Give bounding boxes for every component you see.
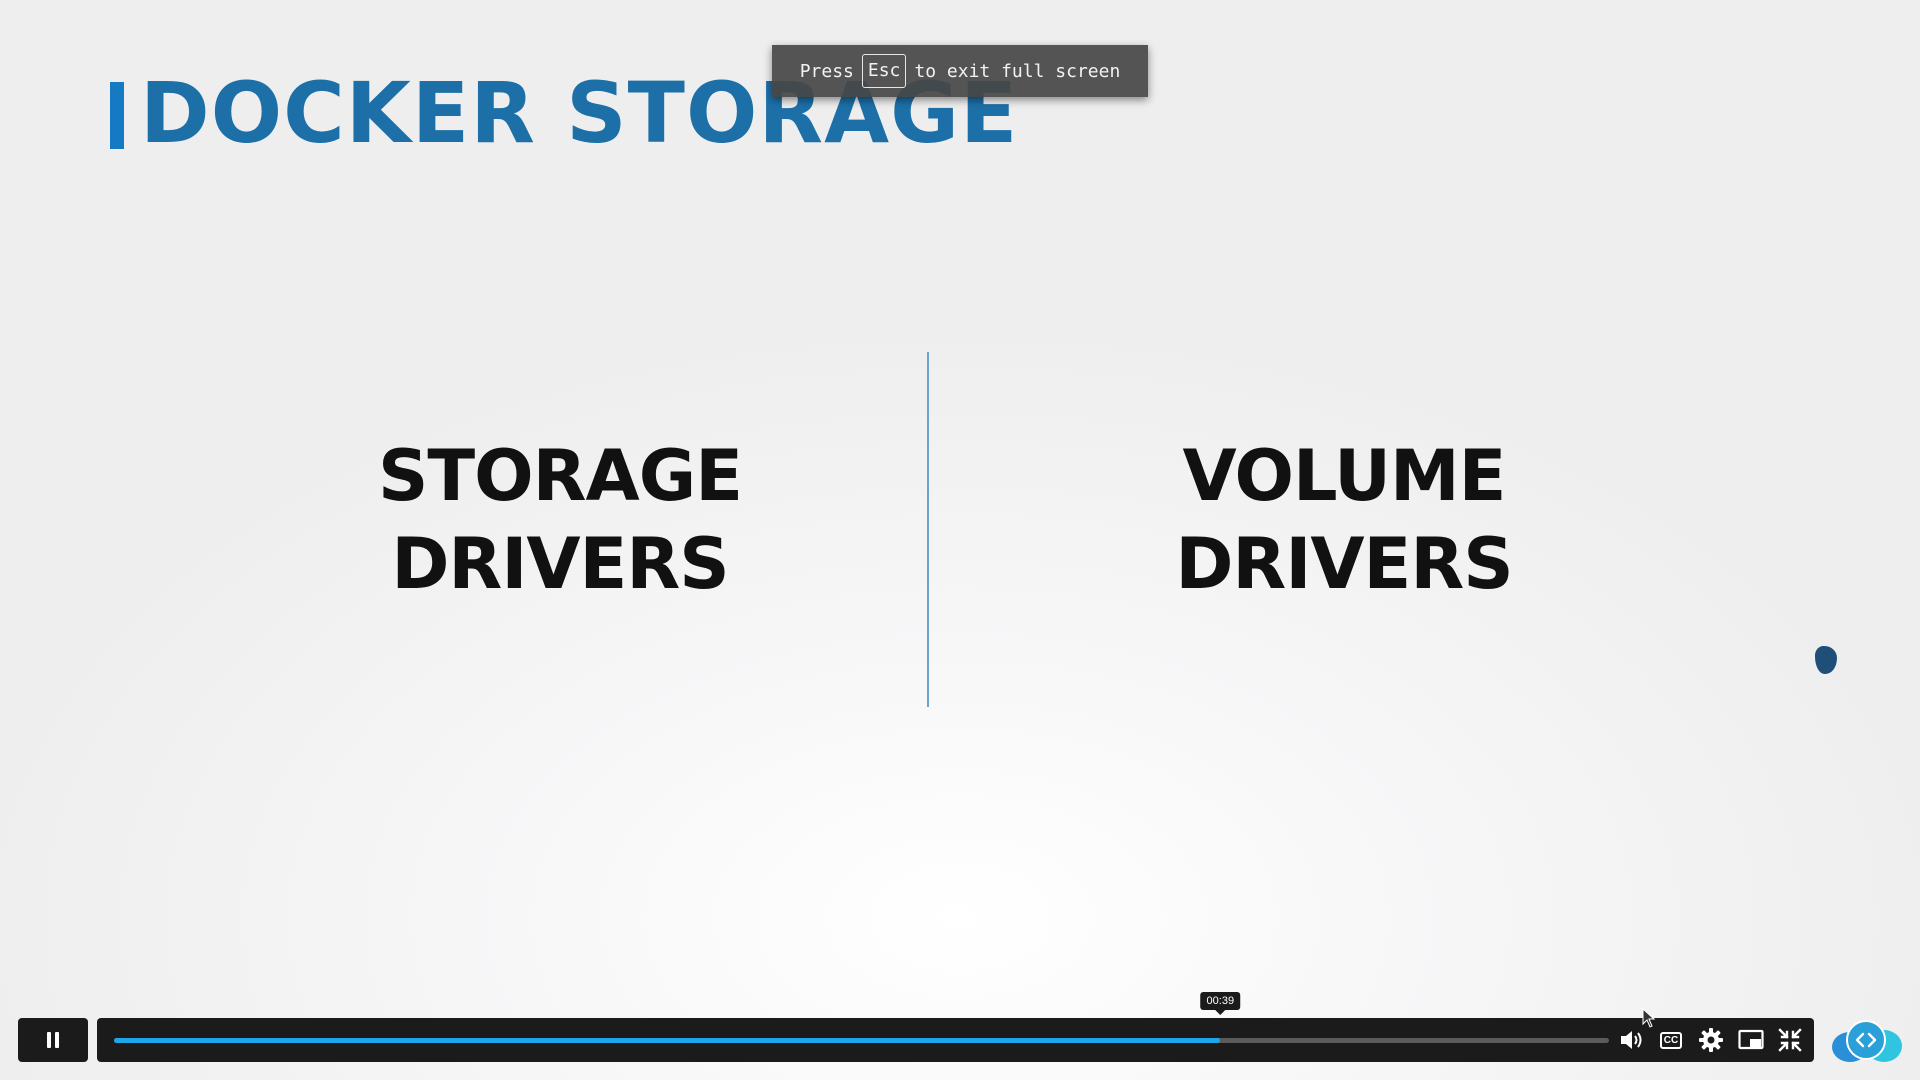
volume-button[interactable] — [1617, 1026, 1647, 1054]
heading-line: STORAGE — [377, 435, 743, 517]
volume-icon — [1621, 1031, 1642, 1049]
widget-badge — [1846, 1020, 1886, 1060]
title-accent-bar — [110, 82, 124, 149]
hover-time-tooltip: 00:39 — [1200, 992, 1241, 1015]
gear-icon — [1699, 1028, 1723, 1052]
column-divider — [927, 352, 929, 707]
fullscreen-notice-text: to exit full screen — [914, 60, 1121, 82]
volume-drivers-heading: VOLUME DRIVERS — [1064, 432, 1624, 608]
picture-in-picture-button[interactable] — [1736, 1026, 1766, 1054]
player-control-bar: CC — [97, 1018, 1814, 1062]
captions-button[interactable]: CC — [1656, 1026, 1686, 1054]
progress-played — [114, 1038, 1221, 1043]
settings-button[interactable] — [1696, 1026, 1726, 1054]
fullscreen-notice: Press Esc to exit full screen — [772, 45, 1148, 97]
heading-line: VOLUME — [1182, 435, 1507, 517]
exit-fullscreen-button[interactable] — [1775, 1026, 1805, 1054]
picture-in-picture-icon — [1738, 1029, 1764, 1050]
fullscreen-notice-text: Press — [799, 60, 854, 82]
progress-bar[interactable] — [114, 1038, 1609, 1043]
presenter-cursor-marker — [1815, 646, 1837, 674]
heading-line: DRIVERS — [391, 523, 729, 605]
mouse-pointer-icon — [1642, 1008, 1656, 1028]
pause-button[interactable] — [18, 1018, 88, 1062]
video-frame: DOCKER STORAGE STORAGE DRIVERS VOLUME DR… — [110, 64, 1837, 707]
closed-captions-icon: CC — [1660, 1031, 1682, 1049]
exit-fullscreen-icon — [1778, 1028, 1802, 1052]
pause-icon — [47, 1032, 59, 1048]
floating-help-widget[interactable] — [1832, 1018, 1904, 1066]
code-brackets-icon — [1855, 1032, 1877, 1048]
esc-key-label: Esc — [861, 54, 907, 88]
heading-line: DRIVERS — [1175, 523, 1513, 605]
storage-drivers-heading: STORAGE DRIVERS — [280, 432, 840, 608]
